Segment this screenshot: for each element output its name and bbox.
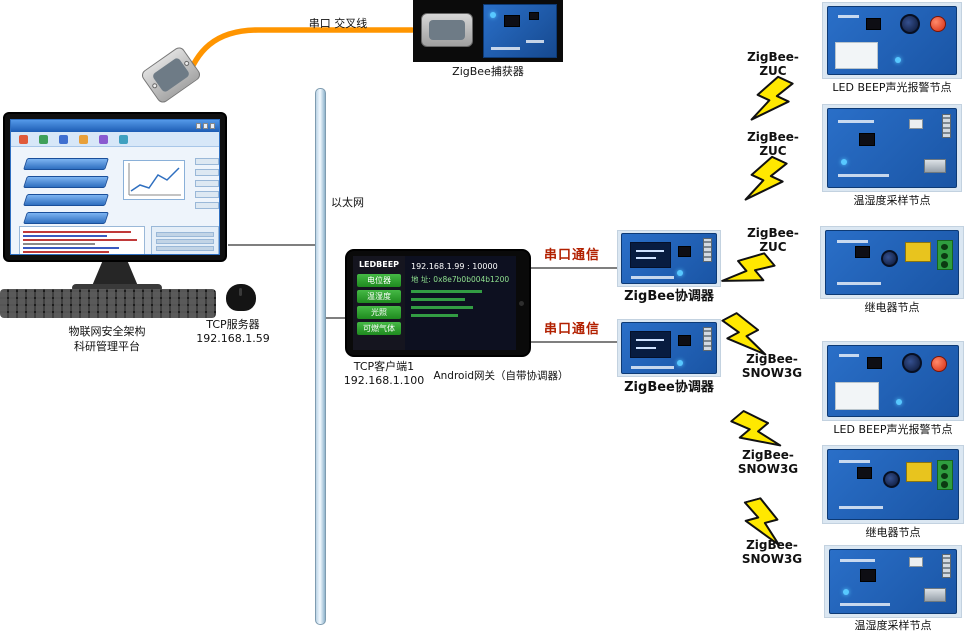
sensor-button: 温湿度 [357,290,401,303]
sensor-button: 可燃气体 [357,322,401,335]
lightning-bolt-icon [716,241,783,307]
lightning-bolt-icon [712,305,773,371]
alarm-node-photo-1 [822,2,962,79]
lightning-bolt-icon [743,70,803,135]
sensor-button: 光照 [357,306,401,319]
node-label: LED BEEP声光报警节点 [832,81,952,94]
gateway-addr-line: 地 址: 0x8e7b0b004b1200 [411,275,510,284]
zigbee-coordinator-photo-2 [617,319,721,377]
gateway-app-title: LEDBEEP [358,260,400,269]
pc-monitor [3,112,227,262]
gateway-app-main: 192.168.1.99 : 10000 地 址: 0x8e7b0b004b12… [405,256,516,350]
gateway-ip-line: 192.168.1.99 : 10000 [411,262,498,271]
wireless-label-4: ZigBee- SNOW3G [741,352,803,380]
app-control-panel [151,226,219,254]
app-titlebar [11,120,219,132]
monitor-stand [92,262,138,286]
app-log-panel [19,226,145,254]
wireless-label-1: ZigBee- ZUC [747,50,799,78]
android-gateway-photo: LEDBEEP 电位器 温湿度 光照 可燃气体 192.168.1.99 : 1… [345,249,531,357]
sensor-node-photo-2 [824,545,962,618]
wireless-label-2: ZigBee- ZUC [747,130,799,158]
node-label: 继电器节点 [864,301,920,314]
gateway-app-sidebar: LEDBEEP 电位器 温湿度 光照 可燃气体 [353,256,405,350]
tcp-client-caption: TCP客户端1 192.168.1.100 [343,360,425,387]
lightning-bolt-icon [722,401,788,468]
app-menu-button [23,158,109,170]
app-menu-button [23,194,109,206]
node-label: LED BEEP声光报警节点 [833,423,953,436]
serial-cable-label: 串口 交叉线 [308,17,368,30]
lightning-bolt-icon [737,150,797,215]
zigbee-capturer-photo [413,0,563,62]
serial-comm-label-1: 串口通信 [543,248,600,263]
wireless-label-3: ZigBee- ZUC [747,226,799,254]
keyboard [0,289,216,318]
relay-node-photo-2 [822,445,964,524]
app-mini-chart [123,160,185,200]
android-gateway-caption: Android网关（自带协调器） [433,370,569,382]
node-label: 继电器节点 [865,526,921,539]
ethernet-bus [315,88,326,625]
ethernet-label: 以太网 [331,196,364,209]
management-app-screen [10,119,220,255]
app-menu-button [23,212,109,224]
mouse [226,284,256,311]
serial-cross-cable [183,27,415,85]
serial-connector [139,45,203,105]
coordinator-label-1: ZigBee协调器 [624,289,714,304]
platform-caption: 物联网安全架构 科研管理平台 [68,325,146,353]
app-menu-button [23,176,109,188]
node-label: 温湿度采样节点 [854,619,932,632]
capturer-label: ZigBee捕获器 [452,65,524,78]
sensor-node-photo-1 [822,104,962,192]
app-toolbar [11,132,219,147]
coordinator-label-2: ZigBee协调器 [624,380,714,395]
lightning-bolt-icon [734,493,788,554]
capturer-serial-connector [421,13,473,47]
wireless-label-5: ZigBee- SNOW3G [737,448,799,476]
monitor-base [72,284,162,292]
relay-node-photo-1 [820,226,964,299]
gateway-app-screen: LEDBEEP 电位器 温湿度 光照 可燃气体 192.168.1.99 : 1… [353,256,516,350]
wireless-label-6: ZigBee- SNOW3G [741,538,803,566]
tcp-server-caption: TCP服务器 192.168.1.59 [196,318,270,345]
zigbee-coordinator-photo-1 [617,230,721,287]
node-label: 温湿度采样节点 [853,194,931,207]
sensor-button: 电位器 [357,274,401,287]
tablet-camera [519,301,524,306]
capturer-pcb [483,4,557,58]
serial-comm-label-2: 串口通信 [543,322,600,337]
alarm-node-photo-2 [822,341,964,421]
